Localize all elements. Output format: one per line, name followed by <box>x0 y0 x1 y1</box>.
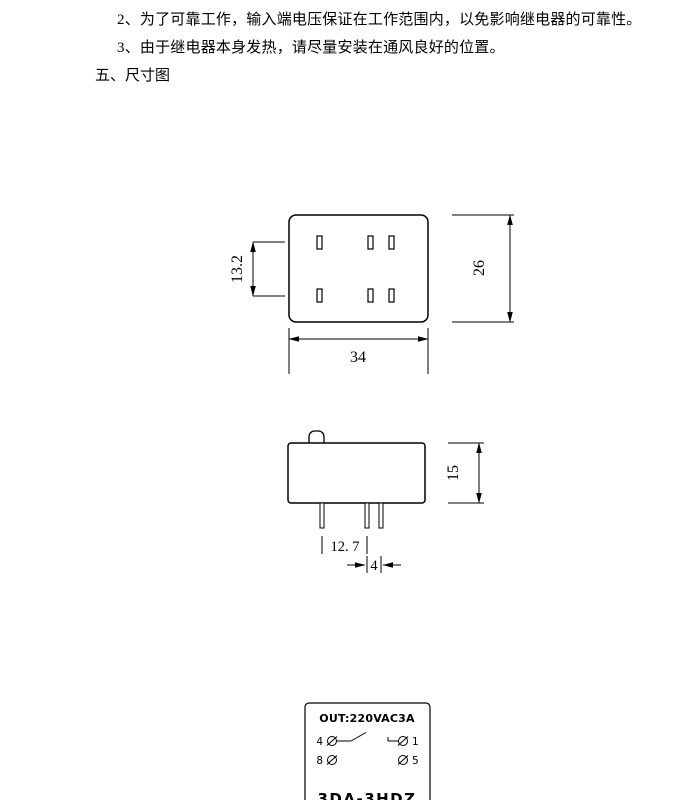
note-heat-ventilation: 3、由于继电器本身发热，请尽量安装在通风良好的位置。 <box>117 40 505 56</box>
output-rating-label: OUT:220VAC3A <box>319 712 415 725</box>
terminal-label-5: 5 <box>412 755 419 767</box>
pin <box>367 288 374 303</box>
pin <box>388 288 395 303</box>
screw-slash <box>326 736 338 746</box>
dim-label-side-height: 15 <box>445 465 462 481</box>
dim-label-pin-row-spacing: 13.2 <box>229 255 246 283</box>
relay-body-outline <box>288 214 429 323</box>
screw-slash <box>397 736 409 746</box>
terminal-view-outline <box>304 702 431 800</box>
pin <box>316 288 323 303</box>
relay-pins-side-view <box>319 502 384 529</box>
relay-pins-top-view <box>316 235 395 303</box>
pin <box>364 502 370 529</box>
pin <box>316 235 323 250</box>
screw-slash <box>397 755 409 765</box>
terminal-label-1: 1 <box>412 736 419 748</box>
dim-side-height <box>448 442 484 504</box>
pin <box>319 502 325 529</box>
dim-label-body-height: 26 <box>471 260 488 276</box>
screw-slash <box>326 755 338 765</box>
contact-symbol <box>337 732 398 742</box>
relay-terminal-view: OUT:220VAC3A 4 1 8 5 3DA-3HDZ <box>304 702 431 800</box>
dim-pin-row-spacing <box>250 241 285 297</box>
dim-label-body-width: 34 <box>350 349 366 366</box>
terminal-label-4: 4 <box>316 736 323 748</box>
pin <box>388 235 395 250</box>
section-title: 五、尺寸图 <box>95 68 171 84</box>
model-label: 3DA-3HDZ <box>317 790 416 800</box>
dim-pin-pitch-wide <box>321 536 368 554</box>
dim-body-height <box>452 214 514 323</box>
pin <box>367 235 374 250</box>
contact-arm <box>350 732 367 742</box>
pin <box>378 502 384 529</box>
dim-body-width <box>288 328 429 374</box>
dim-label-pin-pitch-wide: 12. 7 <box>331 539 360 555</box>
note-input-voltage: 2、为了可靠工作，输入端电压保证在工作范围内，以免影响继电器的可靠性。 <box>117 12 642 28</box>
dim-label-pin-pitch-narrow: 4 <box>370 558 378 574</box>
dim-pin-pitch-narrow <box>347 556 401 573</box>
relay-side-outline <box>287 442 426 504</box>
terminal-screw-icons <box>326 736 409 765</box>
relay-top-view: 13.2 26 34 <box>229 214 514 374</box>
terminal-label-8: 8 <box>316 755 323 767</box>
relay-side-view: 15 12. 7 4 <box>287 430 484 574</box>
